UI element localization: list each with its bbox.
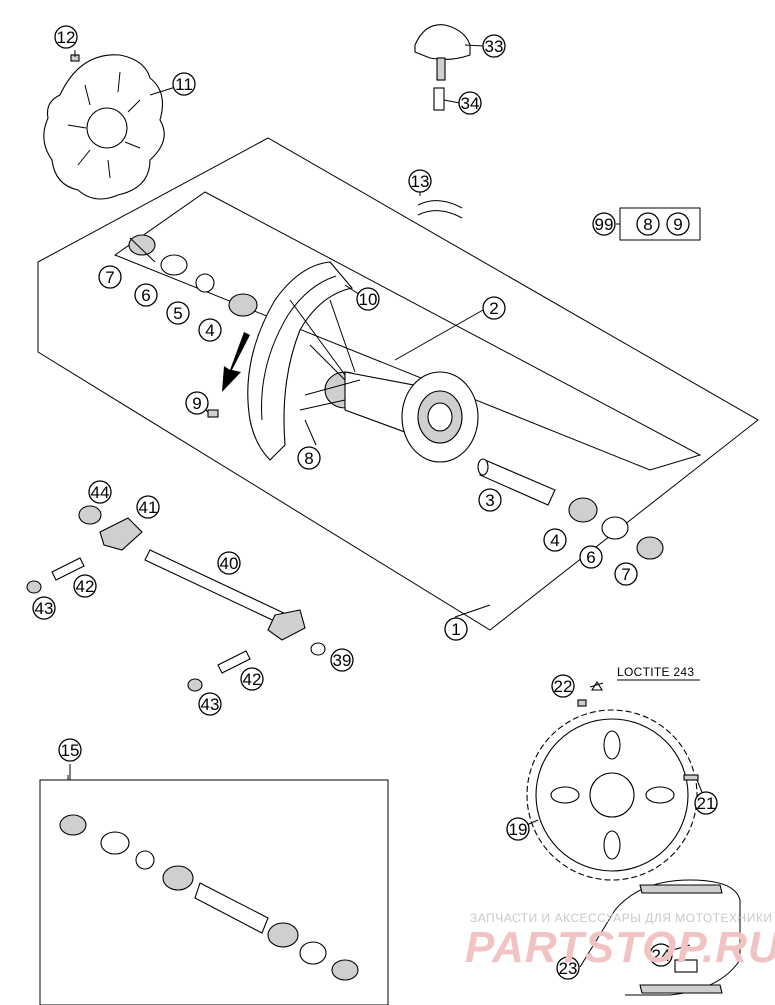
left-bearing-stack <box>128 234 258 317</box>
svg-text:42: 42 <box>76 577 95 596</box>
kit-box-labels: 99 8 9 <box>592 212 690 236</box>
svg-text:8: 8 <box>643 215 652 234</box>
axle-assembly <box>26 505 326 692</box>
svg-text:3: 3 <box>485 491 494 510</box>
callout-4-left: 4 <box>198 318 222 342</box>
svg-text:15: 15 <box>61 741 80 760</box>
sprocket-screw <box>683 774 699 781</box>
callout-22: 22 <box>551 674 575 698</box>
kit-callout-8: 8 <box>636 212 660 236</box>
callout-41: 41 <box>136 495 160 519</box>
callout-43-bottom: 43 <box>198 692 222 716</box>
callout-42-bottom: 42 <box>240 667 264 691</box>
svg-text:2: 2 <box>489 299 498 318</box>
kit-callout-9: 9 <box>666 212 690 236</box>
watermark-main: PARTSTOP.RU <box>465 923 775 972</box>
callout-5: 5 <box>166 301 190 325</box>
svg-text:33: 33 <box>485 37 504 56</box>
svg-text:23: 23 <box>559 959 578 978</box>
svg-text:7: 7 <box>621 565 630 584</box>
callout-12: 12 <box>54 25 78 49</box>
sprocket-nut <box>577 699 587 707</box>
svg-text:11: 11 <box>175 75 193 94</box>
callout-11: 11 <box>172 72 196 96</box>
callout-33: 33 <box>482 34 506 58</box>
svg-text:1: 1 <box>451 620 460 639</box>
callout-7-right: 7 <box>614 562 638 586</box>
svg-text:44: 44 <box>91 483 110 502</box>
svg-text:9: 9 <box>673 215 682 234</box>
svg-text:4: 4 <box>550 531 559 550</box>
svg-text:10: 10 <box>359 290 378 309</box>
callout-24: 24 <box>649 943 673 967</box>
callout-6-left: 6 <box>134 283 158 307</box>
callout-4-right: 4 <box>543 528 567 552</box>
svg-text:24: 24 <box>652 946 671 965</box>
callout-34: 34 <box>458 91 482 115</box>
svg-text:21: 21 <box>697 794 716 813</box>
callout-8: 8 <box>297 446 321 470</box>
svg-text:34: 34 <box>461 94 480 113</box>
rim-tape <box>417 190 463 219</box>
svg-text:8: 8 <box>304 449 313 468</box>
spacer-part-33 <box>414 24 471 111</box>
callout-42-top: 42 <box>73 574 97 598</box>
svg-text:22: 22 <box>554 677 573 696</box>
callouts: 1 2 3 4 4 5 6 6 7 7 8 9 10 11 12 13 15 1… <box>32 25 718 980</box>
brake-disc <box>43 54 165 200</box>
callout-39: 39 <box>330 648 354 672</box>
group-15-parts <box>59 814 359 981</box>
wheel-hub <box>289 299 479 463</box>
callout-40: 40 <box>217 551 241 575</box>
svg-text:41: 41 <box>139 498 158 517</box>
svg-text:43: 43 <box>35 599 54 618</box>
group-15-frame <box>39 779 389 1005</box>
kit-callout-99: 99 <box>592 212 616 236</box>
svg-text:9: 9 <box>192 394 201 413</box>
rim <box>247 261 354 461</box>
chain <box>614 879 741 996</box>
loctite-note: LOCTITE 243 <box>617 665 694 679</box>
svg-text:43: 43 <box>201 695 220 714</box>
callout-15: 15 <box>58 738 82 762</box>
svg-text:12: 12 <box>57 28 76 47</box>
callout-23: 23 <box>556 956 580 980</box>
svg-text:6: 6 <box>141 286 150 305</box>
right-bearing-stack <box>568 497 664 560</box>
callout-7-left: 7 <box>98 265 122 289</box>
callout-21: 21 <box>694 791 718 815</box>
svg-text:4: 4 <box>205 321 214 340</box>
callout-6-right: 6 <box>579 545 603 569</box>
callout-13: 13 <box>408 169 432 193</box>
sprocket <box>526 709 698 881</box>
leader-lines <box>67 44 707 968</box>
callout-44: 44 <box>88 480 112 504</box>
callout-2: 2 <box>482 296 506 320</box>
svg-text:42: 42 <box>243 670 262 689</box>
watermark-top: ЗАПЧАСТИ И АКСЕССУАРЫ ДЛЯ МОТОТЕХНИКИ <box>470 911 772 925</box>
svg-text:13: 13 <box>411 172 430 191</box>
callout-10: 10 <box>356 287 380 311</box>
svg-text:7: 7 <box>105 268 114 287</box>
callout-3: 3 <box>478 488 502 512</box>
svg-text:6: 6 <box>586 548 595 567</box>
svg-text:5: 5 <box>173 304 182 323</box>
spoke-nipple <box>207 409 219 418</box>
callout-43-top: 43 <box>32 596 56 620</box>
hub-sleeve <box>477 458 556 506</box>
svg-text:40: 40 <box>220 554 239 573</box>
svg-text:99: 99 <box>595 215 614 234</box>
svg-text:19: 19 <box>509 820 528 839</box>
callout-19: 19 <box>506 817 530 841</box>
callout-9: 9 <box>185 391 209 415</box>
svg-text:39: 39 <box>333 651 352 670</box>
callout-1: 1 <box>444 617 468 641</box>
rotation-arrow-icon <box>222 332 250 392</box>
